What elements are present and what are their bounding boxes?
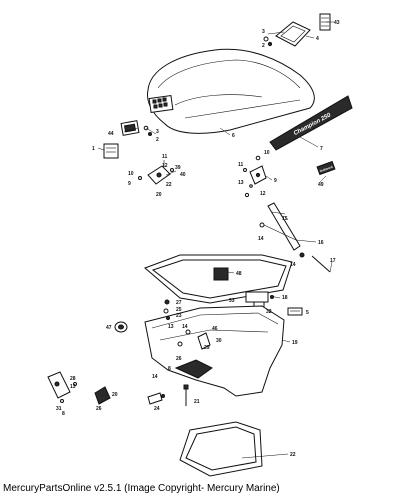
callout-14d: 14 xyxy=(152,374,158,380)
cover-plate xyxy=(287,307,303,316)
callout-44: 44 xyxy=(108,131,114,137)
callout-10: 10 xyxy=(128,171,134,177)
wire-bracket xyxy=(197,332,211,350)
exploded-parts-diagram: Champion 250 Outboard xyxy=(47,13,353,477)
callout-49: 49 xyxy=(318,182,324,188)
bottom-seal xyxy=(179,421,263,477)
callout-19: 19 xyxy=(292,340,298,346)
callout-26b: 26 xyxy=(96,406,102,412)
callout-9b: 9 xyxy=(274,178,277,184)
callout-11: 11 xyxy=(162,154,168,160)
callout-2: 2 xyxy=(262,43,265,49)
callout-8: 8 xyxy=(168,366,171,372)
lower-latch xyxy=(47,371,77,403)
callout-23: 23 xyxy=(176,313,182,319)
callout-33: 33 xyxy=(229,298,235,304)
leader-lines xyxy=(97,21,334,459)
callout-18: 18 xyxy=(282,295,288,301)
callout-24: 24 xyxy=(154,406,160,412)
long-bolt xyxy=(183,384,189,406)
callout-22: 22 xyxy=(166,182,172,188)
callout-14b: 14 xyxy=(290,262,296,268)
callout-48: 48 xyxy=(236,271,242,277)
callout-17: 17 xyxy=(330,258,336,264)
latch-linkage xyxy=(259,202,331,273)
callout-4: 4 xyxy=(316,36,319,42)
callout-22b: 22 xyxy=(290,452,296,458)
callout-20b: 20 xyxy=(112,392,118,398)
latch-handle xyxy=(94,386,111,405)
top-cowl xyxy=(147,48,315,134)
callout-30: 30 xyxy=(216,338,222,344)
callout-11b: 11 xyxy=(238,162,244,168)
callout-39: 39 xyxy=(175,165,181,171)
callout-32: 32 xyxy=(266,309,272,315)
callout-12: 12 xyxy=(162,163,168,169)
bolt-cluster xyxy=(163,299,170,320)
callout-14c: 14 xyxy=(182,324,188,330)
callout-10b: 10 xyxy=(264,150,270,156)
hood-plate xyxy=(120,120,140,136)
hose-fitting xyxy=(147,392,165,405)
callout-13c: 13 xyxy=(70,384,76,390)
callout-29: 29 xyxy=(204,345,210,351)
grommet xyxy=(114,321,128,333)
callout-13b: 13 xyxy=(168,324,174,330)
callout-21: 21 xyxy=(194,399,200,405)
callout-13: 13 xyxy=(238,180,244,186)
cowl-vent-grille xyxy=(152,97,168,109)
callout-12b: 12 xyxy=(260,191,266,197)
callout-16: 16 xyxy=(318,240,324,246)
callout-1: 1 xyxy=(92,146,95,152)
callout-43: 43 xyxy=(334,20,340,26)
cowl-seal xyxy=(144,254,293,304)
callout-46: 46 xyxy=(212,326,218,332)
hood-gasket xyxy=(103,143,119,159)
lower-cowl xyxy=(144,305,285,397)
callout-26: 26 xyxy=(176,356,182,362)
callout-3b: 3 xyxy=(156,129,159,135)
callout-25: 25 xyxy=(176,307,182,313)
callout-15: 15 xyxy=(282,216,288,222)
latch-bracket xyxy=(138,160,174,185)
callout-3: 3 xyxy=(262,29,265,35)
callout-27: 27 xyxy=(176,300,182,306)
callout-7: 7 xyxy=(320,146,323,152)
decal-badge: Outboard xyxy=(316,160,336,176)
callout-8b: 8 xyxy=(62,411,65,417)
callout-5: 5 xyxy=(306,310,309,316)
callout-28: 28 xyxy=(70,376,76,382)
rear-vent-cover xyxy=(275,21,311,47)
callout-47: 47 xyxy=(106,325,112,331)
callout-40: 40 xyxy=(180,172,186,178)
callout-9: 9 xyxy=(128,181,131,187)
callout-6: 6 xyxy=(232,133,235,139)
screw-set-top xyxy=(263,36,273,47)
callout-2b: 2 xyxy=(156,137,159,143)
badge-text: Outboard xyxy=(319,165,333,173)
callout-labels: 3 2 4 43 44 3 2 1 6 7 49 11 12 39 40 10 … xyxy=(56,20,340,458)
latch-hook xyxy=(243,155,267,198)
callout-14: 14 xyxy=(258,236,264,242)
copyright-caption: MercuryPartsOnline v2.5.1 (Image Copyrig… xyxy=(3,483,280,494)
callout-20: 20 xyxy=(156,192,162,198)
callout-31: 31 xyxy=(56,406,62,412)
